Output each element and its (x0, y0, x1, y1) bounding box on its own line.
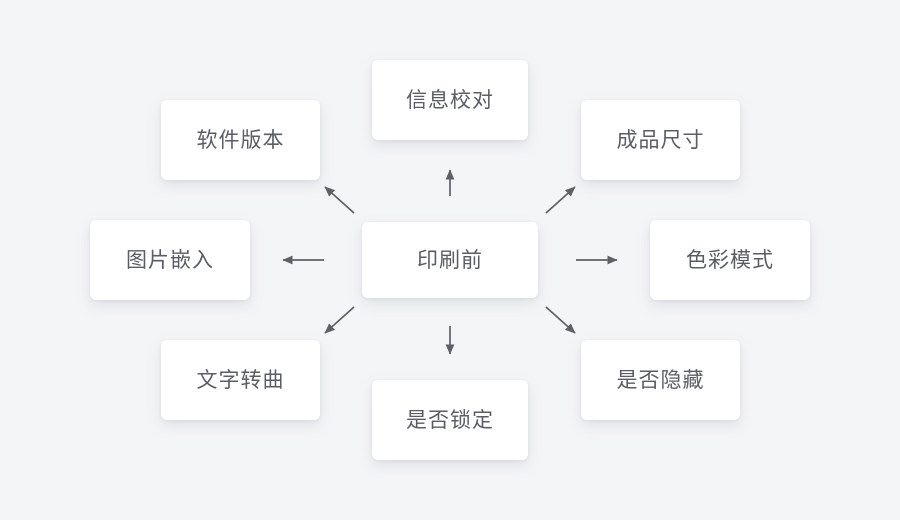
arrow-up-right (545, 186, 576, 214)
node-label: 软件版本 (196, 128, 285, 152)
node-image-embedding[interactable]: 图片嵌入 (90, 220, 250, 300)
arrow-up-left (324, 186, 355, 214)
node-finished-size[interactable]: 成品尺寸 (581, 100, 740, 180)
arrow-down-right (545, 306, 576, 334)
node-label: 是否隐藏 (616, 368, 705, 392)
node-is-hidden[interactable]: 是否隐藏 (581, 340, 740, 420)
node-label: 印刷前 (417, 248, 483, 272)
node-label: 文字转曲 (196, 368, 285, 392)
node-information-proofreading[interactable]: 信息校对 (372, 60, 528, 140)
node-software-version[interactable]: 软件版本 (161, 100, 320, 180)
node-color-mode[interactable]: 色彩模式 (650, 220, 810, 300)
node-label: 是否锁定 (406, 408, 494, 432)
node-label: 信息校对 (406, 88, 494, 112)
node-text-to-curves[interactable]: 文字转曲 (161, 340, 320, 420)
node-is-locked[interactable]: 是否锁定 (372, 380, 528, 460)
node-label: 图片嵌入 (126, 248, 214, 272)
node-prepress-center[interactable]: 印刷前 (362, 222, 538, 298)
arrow-down-left (324, 306, 355, 334)
node-label: 色彩模式 (686, 248, 774, 272)
node-label: 成品尺寸 (616, 128, 705, 152)
